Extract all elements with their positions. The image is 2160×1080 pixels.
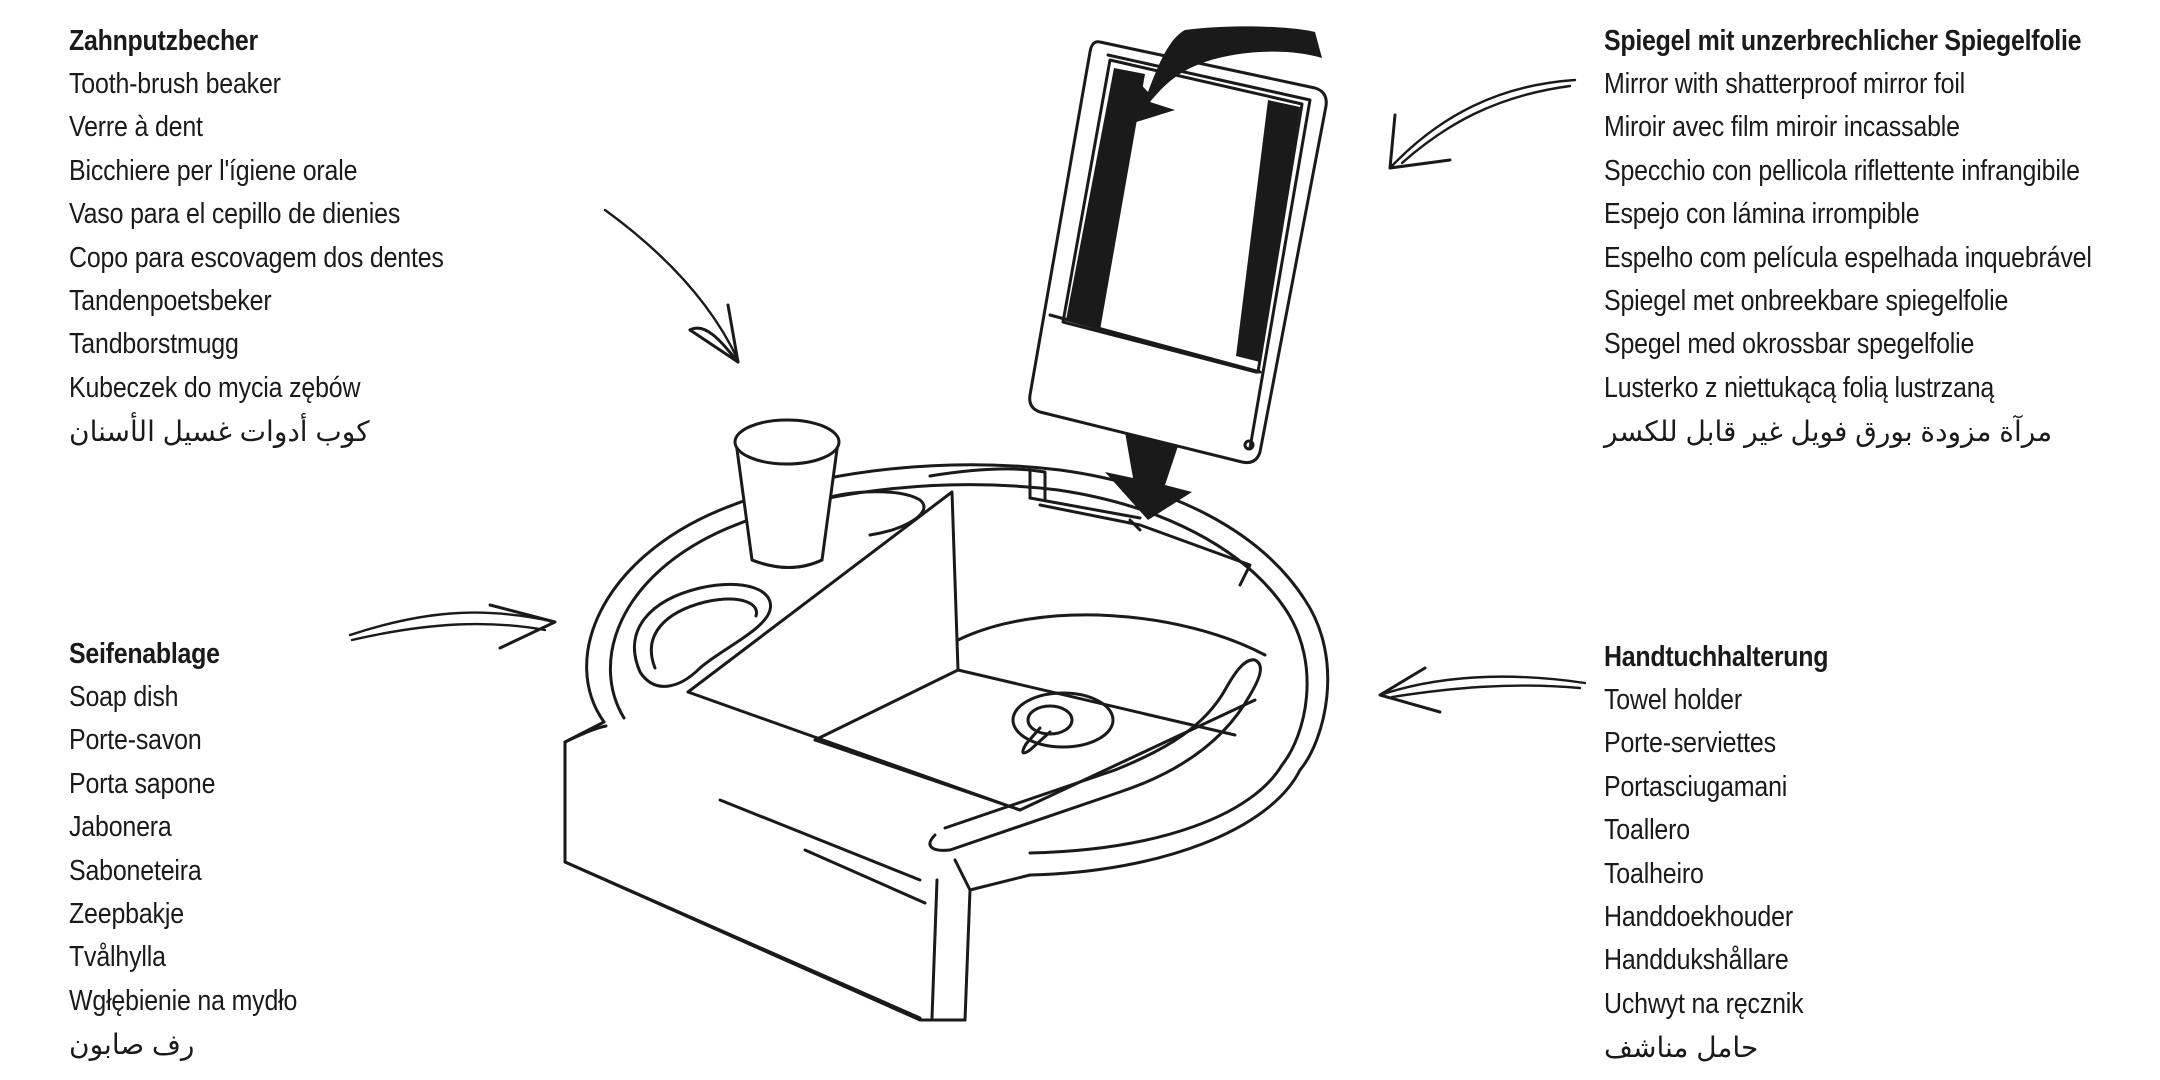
label-line: Mirror with shatterproof mirror foil <box>1604 68 1966 100</box>
soap-dish-title: Seifenablage <box>69 638 220 670</box>
label-line: Portasciugamani <box>1604 770 1788 803</box>
label-line: Kubeczek do mycia zębów <box>69 371 361 404</box>
label-line: Uchwyt na ręcznik <box>1604 987 1804 1020</box>
mirror-icon <box>1028 40 1328 464</box>
label-line: Spegel med okrossbar spegelfolie <box>1604 328 1975 361</box>
label-line: Toalheiro <box>1604 857 1704 890</box>
cup-icon <box>733 418 841 569</box>
label-line: Porte-savon <box>69 724 202 757</box>
label-line: Zeepbakje <box>69 898 184 931</box>
label-line: Espelho com película espelhada inquebráv… <box>1604 241 2092 274</box>
towel-holder-label-block: Handtuchhalterung Towel holder Porte-ser… <box>1604 636 1865 1070</box>
label-line: Vaso para el cepillo de dienies <box>69 198 401 231</box>
toothbrush-beaker-title: Zahnputzbecher <box>69 25 258 57</box>
label-line: Soap dish <box>69 681 179 713</box>
label-line-arabic: مرآة مزودة بورق فويل غير قابل للكسر <box>1604 416 2053 448</box>
label-line: Tandborstmugg <box>69 328 239 361</box>
towel-holder-title: Handtuchhalterung <box>1604 641 1829 673</box>
label-line-arabic: كوب أدوات غسيل الأسنان <box>69 416 370 448</box>
toothbrush-beaker-label-block: Zahnputzbecher Tooth-brush beaker Verre … <box>69 20 505 454</box>
label-line: Tandenpoetsbeker <box>69 285 272 318</box>
label-line: Porte-serviettes <box>1604 727 1776 760</box>
label-line-arabic: حامل مناشف <box>1604 1032 1759 1064</box>
soap-dish-label-block: Seifenablage Soap dish Porte-savon Porta… <box>69 633 334 1067</box>
label-line-arabic: رف صابون <box>69 1029 195 1061</box>
label-line: Tvålhylla <box>69 941 166 974</box>
washbasin-body <box>563 463 1330 1022</box>
label-line: Copo para escovagem dos dentes <box>69 241 444 274</box>
arrow-icon <box>603 208 740 364</box>
arrow-icon <box>1130 26 1322 124</box>
arrow-icon <box>1378 666 1587 714</box>
label-line: Handdoekhouder <box>1604 901 1793 934</box>
label-line: Tooth-brush beaker <box>69 68 281 100</box>
label-line: Specchio con pellicola riflettente infra… <box>1604 154 2080 187</box>
arrow-icon <box>1388 78 1577 170</box>
label-line: Espejo con lámina irrompible <box>1604 198 1920 231</box>
label-line: Handdukshållare <box>1604 944 1789 977</box>
mirror-title: Spiegel mit unzerbrechlicher Spiegelfoli… <box>1604 25 2082 57</box>
label-line: Lusterko z niettukącą folią lustrzaną <box>1604 371 1995 404</box>
label-line: Spiegel met onbreekbare spiegelfolie <box>1604 285 2009 318</box>
label-line: Toallero <box>1604 814 1690 847</box>
arrow-icon <box>348 603 557 650</box>
label-line: Towel holder <box>1604 684 1742 716</box>
label-line: Bicchiere per l'ígiene orale <box>69 154 358 187</box>
label-line: Saboneteira <box>69 854 202 887</box>
label-line: Miroir avec film miroir incassable <box>1604 111 1960 144</box>
label-line: Jabonera <box>69 811 172 844</box>
label-line: Porta sapone <box>69 767 216 800</box>
mirror-label-block: Spiegel mit unzerbrechlicher Spiegelfoli… <box>1604 20 2160 454</box>
label-line: Wgłębienie na mydło <box>69 984 298 1017</box>
label-line: Verre à dent <box>69 111 203 144</box>
